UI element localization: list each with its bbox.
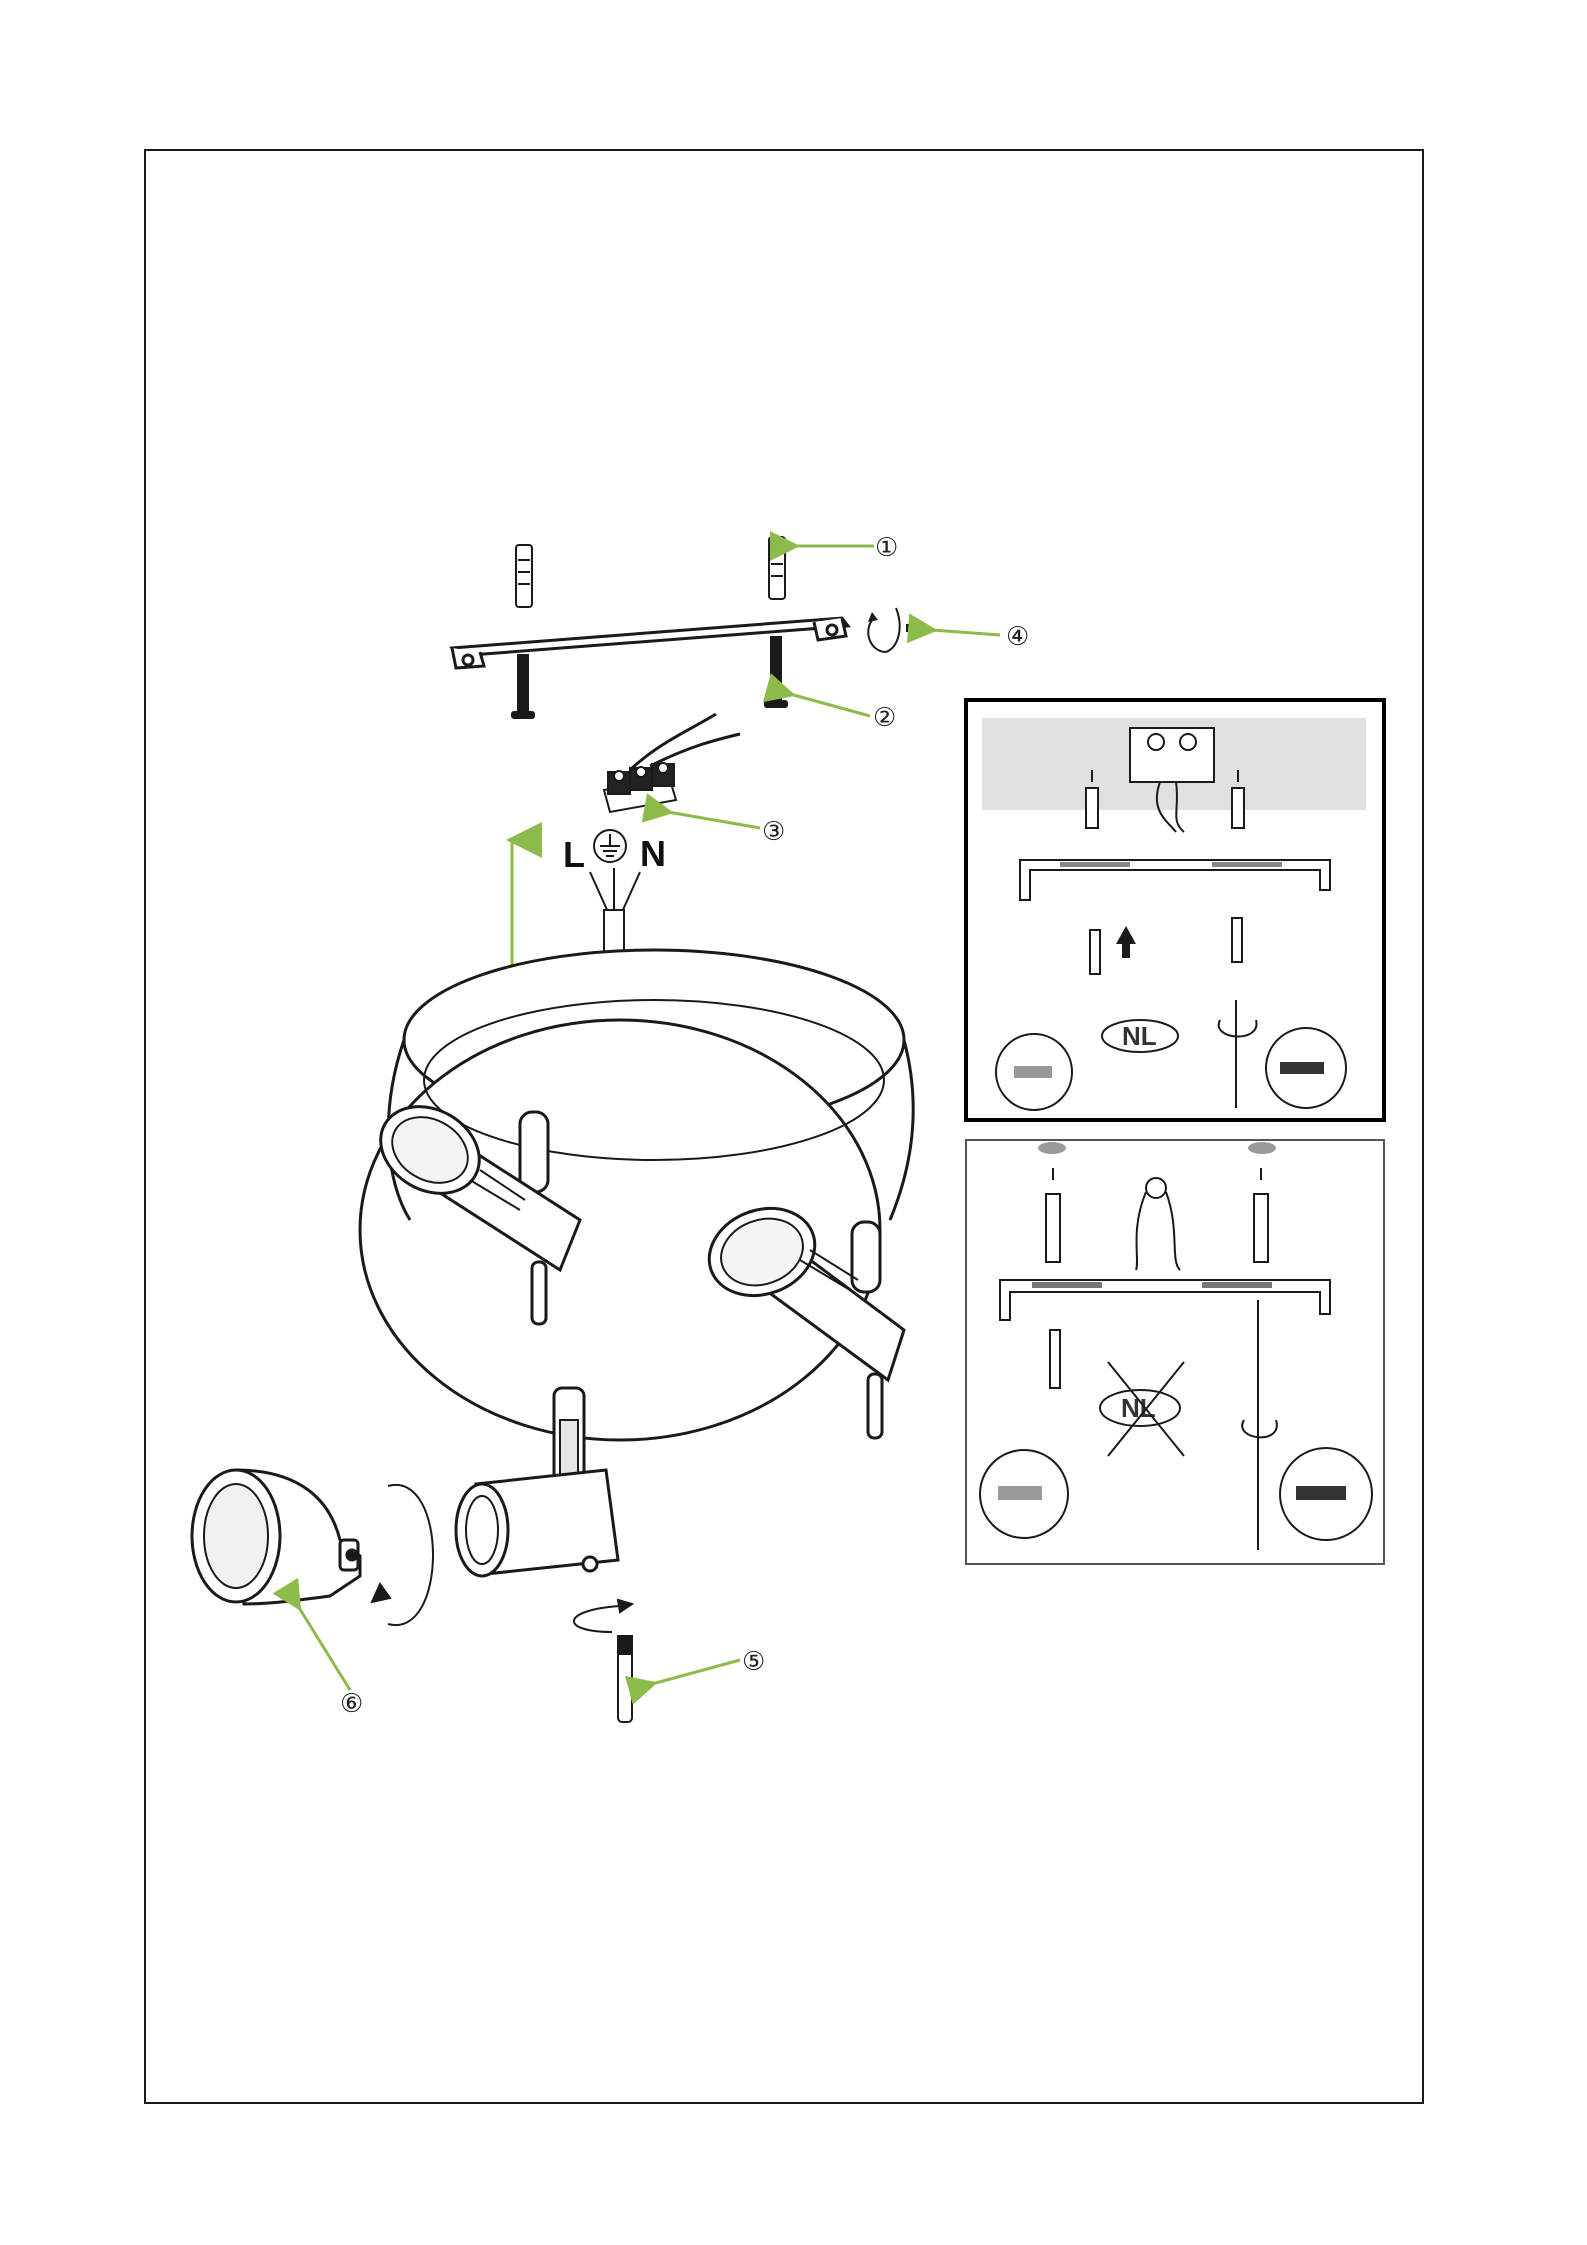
callout-4: ④ [1006, 622, 1029, 652]
callout-5: ⑤ [742, 1647, 765, 1677]
wall-plug-left [516, 545, 532, 607]
wall-plug-right [769, 537, 785, 599]
rotate-arrow-lamp [372, 1485, 433, 1625]
rotate-arrow-pin [574, 1600, 632, 1632]
callout-1: ① [875, 533, 898, 563]
screw-right [765, 637, 787, 707]
mounting-bracket [452, 618, 848, 668]
neutral-wire-label: N [640, 833, 666, 874]
inset-top-badge: NL [1122, 1021, 1157, 1051]
power-cable [590, 868, 640, 954]
locking-pin [618, 1636, 632, 1722]
live-wire-label: L [563, 834, 585, 875]
gu10-lamp [192, 1470, 360, 1604]
inset-bottom: NL [966, 1140, 1384, 1564]
callout-2: ② [873, 703, 896, 733]
thumb-nut [868, 608, 926, 652]
callout-6: ⑥ [340, 1689, 363, 1719]
earth-ground-icon [594, 830, 626, 862]
callout-3: ③ [762, 817, 785, 847]
inset-top: NL [966, 700, 1384, 1120]
terminal-block [604, 714, 740, 812]
screw-left [512, 655, 534, 718]
